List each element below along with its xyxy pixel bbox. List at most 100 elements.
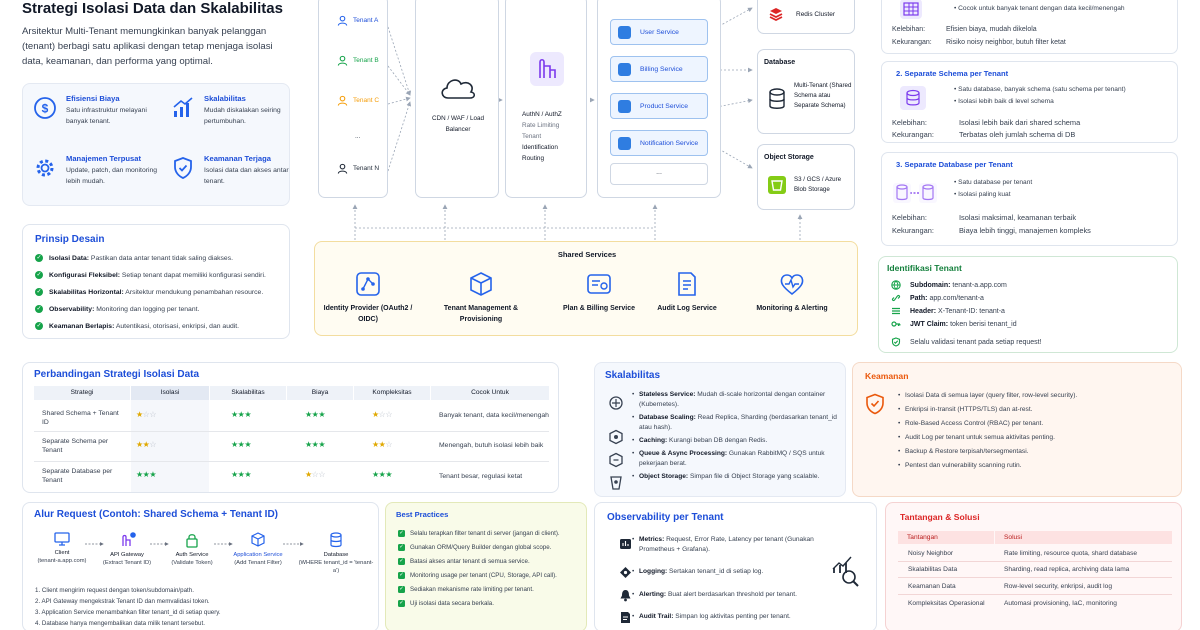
identity-icon: [356, 272, 380, 296]
flow-node-sub: (Extract Tenant ID): [102, 559, 152, 566]
prinsip-item: ✓Isolasi Data: Pastikan data antar tenan…: [35, 254, 233, 262]
ident-value: app.com/tenant-a: [927, 294, 984, 302]
bell-icon: [620, 590, 631, 602]
shield-alert-icon: [866, 393, 884, 415]
comparison-row-name: Separate Database per Tenant: [42, 468, 113, 485]
row-divider: [898, 594, 1172, 595]
observability-panel: Observability per Tenant Metrics: Reques…: [594, 502, 877, 630]
kekurangan-label: Kekurangan:: [892, 39, 932, 46]
svg-text:$: $: [42, 102, 49, 116]
gateway-feature: AuthN / AuthZ: [522, 111, 562, 118]
flow-node-name: API Gateway: [110, 552, 144, 558]
best-practices-title: Best Practices: [396, 510, 449, 519]
star-icon: ★: [318, 440, 326, 449]
tenant-item-b[interactable]: Tenant B: [337, 55, 379, 66]
scale-icon: [609, 396, 623, 410]
service-product[interactable]: Product Service: [610, 93, 708, 119]
star-icon: ★: [372, 470, 379, 479]
dollar-icon: $: [34, 97, 56, 119]
check-shield-icon: [891, 337, 901, 347]
check-icon: ✓: [398, 558, 405, 565]
observability-item: Audit Trail: Simpan log aktivitas pentin…: [632, 612, 814, 622]
star-icon: ☆: [318, 470, 326, 479]
cdn-label: CDN / WAF / Load Balancer: [432, 115, 484, 133]
scal-item-text: Simpan file di Object Storage yang scala…: [688, 473, 820, 480]
benefit-title: Skalabilitas: [204, 94, 246, 103]
check-icon: ✓: [35, 254, 43, 262]
tantangan-cell: Skalabilitas Data: [908, 566, 958, 573]
rating-stars: ★★☆: [136, 440, 156, 449]
service-more: ...: [610, 163, 708, 185]
best-practice-text: Selalu terapkan filter tenant di server …: [410, 530, 560, 538]
benefit-title: Keamanan Terjaga: [204, 154, 271, 163]
keamanan-item: Pentest dan vulnerability scanning rutin…: [898, 462, 1022, 469]
comparison-header: Cocok Untuk: [431, 386, 549, 400]
kekurangan-value: Terbatas oleh jumlah schema di DB: [959, 130, 1076, 139]
star-icon: ☆: [142, 410, 150, 419]
check-icon: ✓: [35, 322, 43, 330]
service-user[interactable]: User Service: [610, 19, 708, 45]
star-icon: ☆: [149, 410, 157, 419]
document-icon: [678, 272, 696, 296]
star-icon: ★: [372, 410, 379, 419]
rating-stars: ★★★: [231, 440, 251, 449]
service-notification[interactable]: Notification Service: [610, 130, 708, 156]
strategy-bullet-text: Satu database per tenant: [958, 179, 1033, 186]
scal-item-text: Read Replica, Sharding (berdasarkan tena…: [639, 414, 837, 432]
shared-identity-provider[interactable]: Identity Provider (OAuth2 / OIDC): [323, 271, 413, 326]
isolasi-column-bg: [131, 400, 209, 492]
star-icon: ☆: [385, 440, 393, 449]
star-icon: ★: [311, 410, 319, 419]
shared-tenant-management[interactable]: Tenant Management & Provisioning: [436, 271, 526, 326]
strategy-separate-database: 3. Separate Database per Tenant • Satu d…: [881, 152, 1178, 246]
star-icon: ★: [305, 470, 312, 479]
strategy-bullet: • Satu database, banyak schema (satu sch…: [954, 86, 1126, 93]
flow-node-name: Client: [54, 550, 70, 556]
services-column: User Service Billing Service Product Ser…: [597, 0, 721, 198]
shared-plan-billing[interactable]: Plan & Billing Service: [554, 271, 644, 315]
best-practice-item: ✓Sediakan mekanisme rate limiting per te…: [398, 586, 534, 593]
rating-stars: ★★★: [136, 470, 156, 479]
monitor-icon: [54, 532, 70, 546]
schema-icon: [900, 86, 926, 110]
redis-label: Redis Cluster: [796, 11, 836, 18]
tenant-label: Tenant A: [353, 17, 379, 25]
tenant-item-c[interactable]: Tenant C: [337, 95, 379, 106]
keamanan-title: Keamanan: [865, 371, 909, 381]
solusi-cell: Row-level security, enkripsi, audit log: [1004, 583, 1112, 590]
star-icon: ★: [136, 470, 143, 479]
cloud-icon: [441, 79, 476, 99]
flow-node-name: Application Service: [233, 552, 283, 558]
ident-key: Subdomain:: [910, 281, 951, 289]
chart-search-icon: [832, 556, 859, 587]
ident-path: Path: app.com/tenant-a: [891, 293, 984, 303]
obs-item-text: Sertakan tenant_id di setiap log.: [667, 568, 764, 575]
solusi-header: Solusi: [995, 531, 1172, 544]
shared-item-label: Plan & Billing Service: [563, 305, 635, 312]
star-icon: ★: [231, 470, 238, 479]
shared-monitoring[interactable]: Monitoring & Alerting: [747, 271, 837, 315]
prinsip-item-text: Monitoring dan logging per tenant.: [94, 305, 200, 313]
tantangan-title: Tantangan & Solusi: [900, 512, 980, 522]
prinsip-item: ✓Observability: Monitoring dan logging p…: [35, 305, 199, 313]
ident-key: Path:: [910, 294, 928, 302]
tenant-item-n[interactable]: Tenant N: [337, 163, 379, 174]
comparison-title: Perbandingan Strategi Isolasi Data: [34, 369, 200, 380]
row-divider: [898, 561, 1172, 562]
strategy-separate-schema: 2. Separate Schema per Tenant • Satu dat…: [881, 61, 1178, 143]
queue-icon: [609, 452, 623, 468]
tenant-item-a[interactable]: Tenant A: [337, 15, 378, 26]
tantangan-cell: Keamanan Data: [908, 583, 956, 590]
gateway-feature: Tenant: [522, 133, 542, 141]
flow-node-name: Auth Service: [175, 552, 209, 558]
menu-icon: [892, 307, 900, 315]
link-icon: [891, 294, 901, 302]
shared-audit-log[interactable]: Audit Log Service: [642, 271, 732, 315]
star-icon: ★: [318, 410, 326, 419]
prinsip-title: Prinsip Desain: [35, 234, 105, 245]
service-billing[interactable]: Billing Service: [610, 56, 708, 82]
star-icon: ★: [372, 440, 379, 449]
tantangan-cell: Noisy Neighbor: [908, 550, 954, 557]
star-icon: ★: [305, 410, 312, 419]
